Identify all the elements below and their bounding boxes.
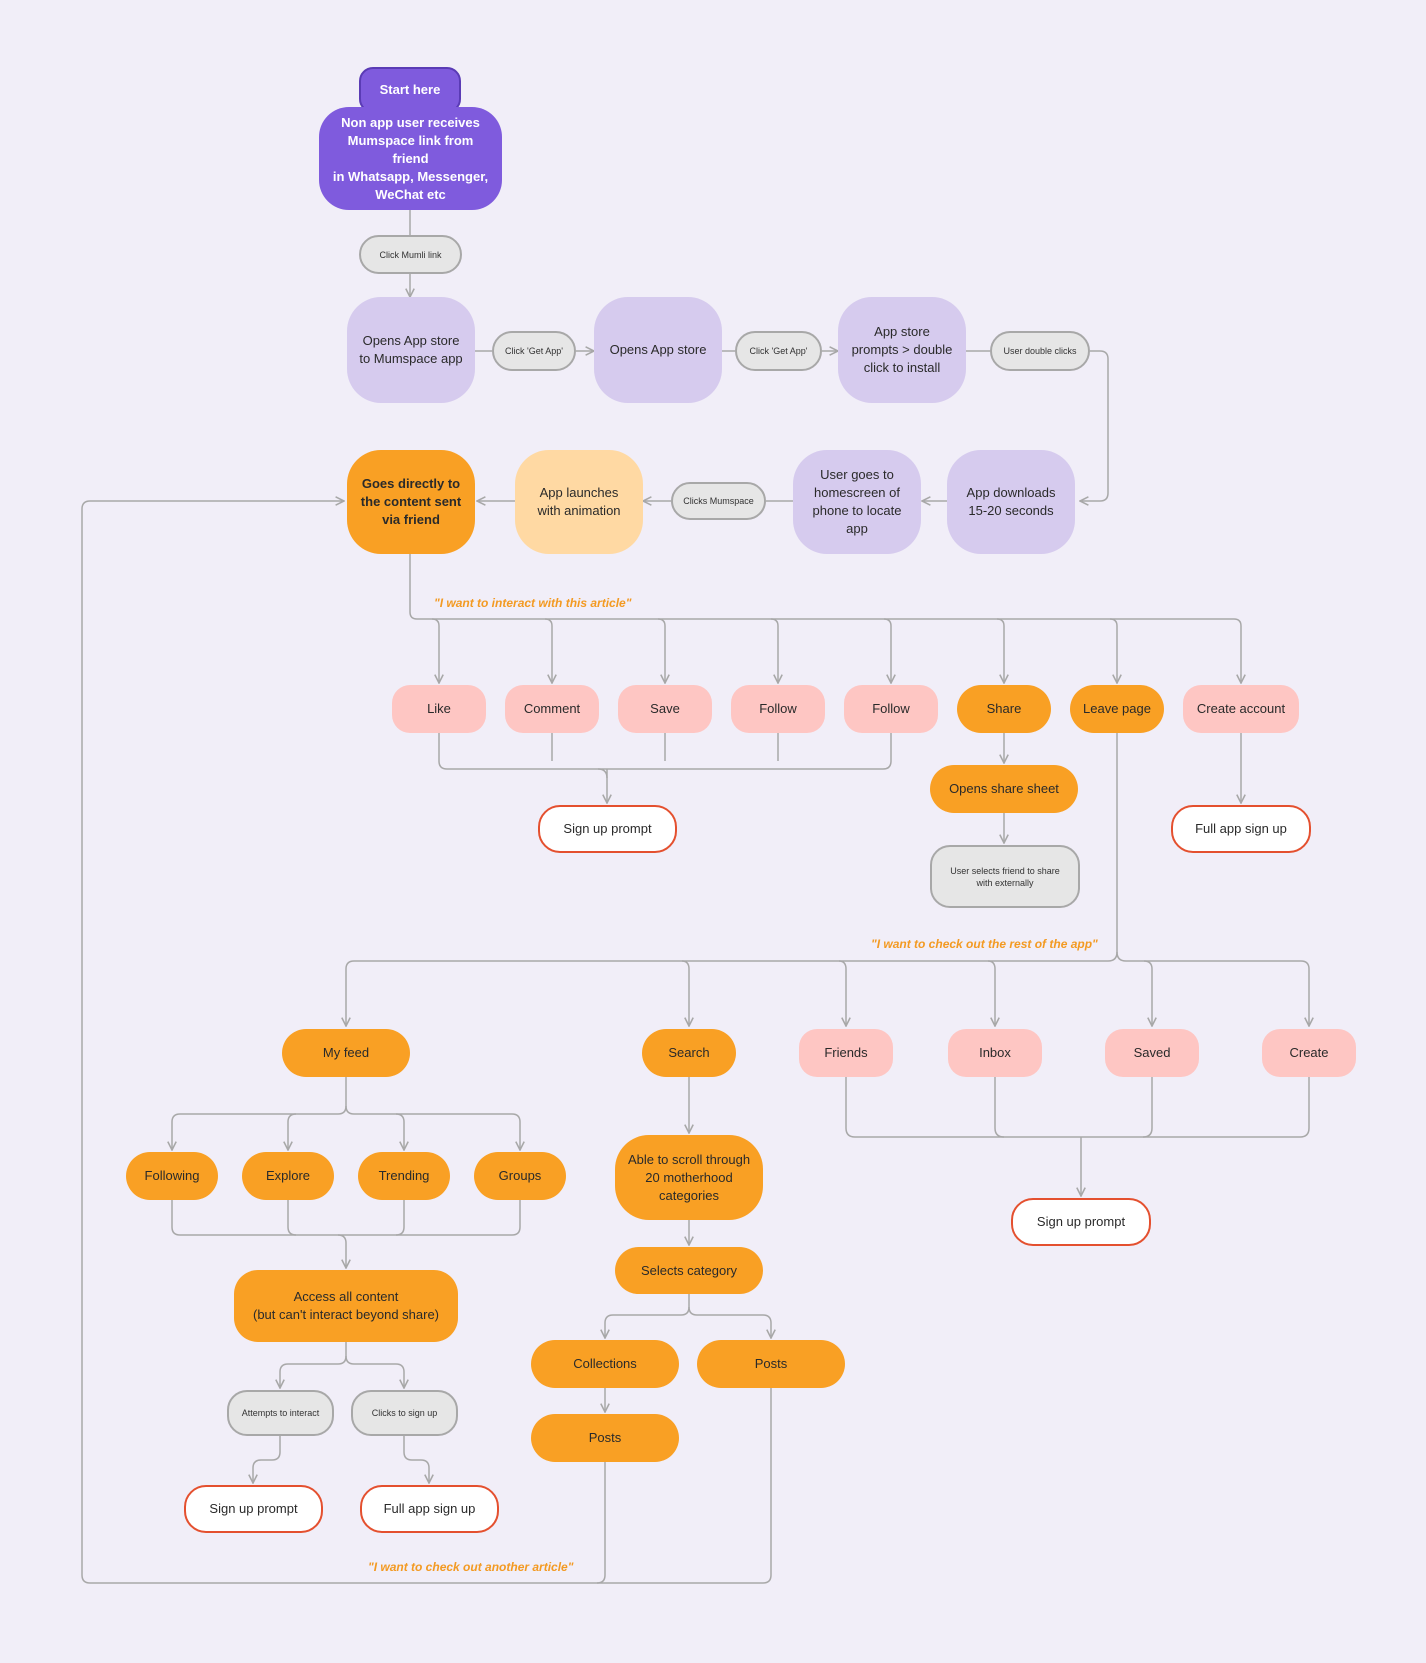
goes-directly-node: Goes directly to the content sent via fr… [347,450,475,554]
opens-app-store-mumspace-node: Opens App store to Mumspace app [347,297,475,403]
saved-node: Saved [1105,1029,1199,1077]
user-selects-friend-step: User selects friend to share with extern… [930,845,1080,908]
app-launches-node: App launches with animation [515,450,643,554]
full-app-sign-up-node-1: Full app sign up [1171,805,1311,853]
create-account-node: Create account [1183,685,1299,733]
share-node: Share [957,685,1051,733]
sign-up-prompt-node-3: Sign up prompt [184,1485,323,1533]
like-node: Like [392,685,486,733]
quote-interact-article: "I want to interact with this article" [434,596,632,610]
quote-another-article: "I want to check out another article" [368,1560,574,1574]
collections-node: Collections [531,1340,679,1388]
quote-check-rest: "I want to check out the rest of the app… [871,937,1098,951]
able-to-scroll-node: Able to scroll through 20 motherhood cat… [615,1135,763,1220]
clicks-to-sign-up-step: Clicks to sign up [351,1390,458,1436]
explore-node: Explore [242,1152,334,1200]
app-store-prompts-node: App store prompts > double click to inst… [838,297,966,403]
click-mumli-link-step: Click Mumli link [359,235,462,274]
access-all-content-node: Access all content (but can't interact b… [234,1270,458,1342]
opens-share-sheet-node: Opens share sheet [930,765,1078,813]
follow-node-2: Follow [844,685,938,733]
opens-app-store-node: Opens App store [594,297,722,403]
click-get-app-step-1: Click 'Get App' [492,331,576,371]
inbox-node: Inbox [948,1029,1042,1077]
selects-category-node: Selects category [615,1247,763,1294]
user-goes-homescreen-node: User goes to homescreen of phone to loca… [793,450,921,554]
full-app-sign-up-node-2: Full app sign up [360,1485,499,1533]
groups-node: Groups [474,1152,566,1200]
save-node: Save [618,685,712,733]
user-double-clicks-step: User double clicks [990,331,1090,371]
posts-node-2: Posts [697,1340,845,1388]
leave-page-node: Leave page [1070,685,1164,733]
start-node: Non app user receives Mumspace link from… [319,107,502,210]
create-node: Create [1262,1029,1356,1077]
friends-node: Friends [799,1029,893,1077]
trending-node: Trending [358,1152,450,1200]
sign-up-prompt-node-1: Sign up prompt [538,805,677,853]
clicks-mumspace-step: Clicks Mumspace [671,482,766,520]
follow-node-1: Follow [731,685,825,733]
comment-node: Comment [505,685,599,733]
sign-up-prompt-node-2: Sign up prompt [1011,1198,1151,1246]
app-downloads-node: App downloads 15-20 seconds [947,450,1075,554]
following-node: Following [126,1152,218,1200]
search-node: Search [642,1029,736,1077]
my-feed-node: My feed [282,1029,410,1077]
start-here-label: Start here [359,67,461,113]
posts-node-1: Posts [531,1414,679,1462]
attempts-to-interact-step: Attempts to interact [227,1390,334,1436]
click-get-app-step-2: Click 'Get App' [735,331,822,371]
